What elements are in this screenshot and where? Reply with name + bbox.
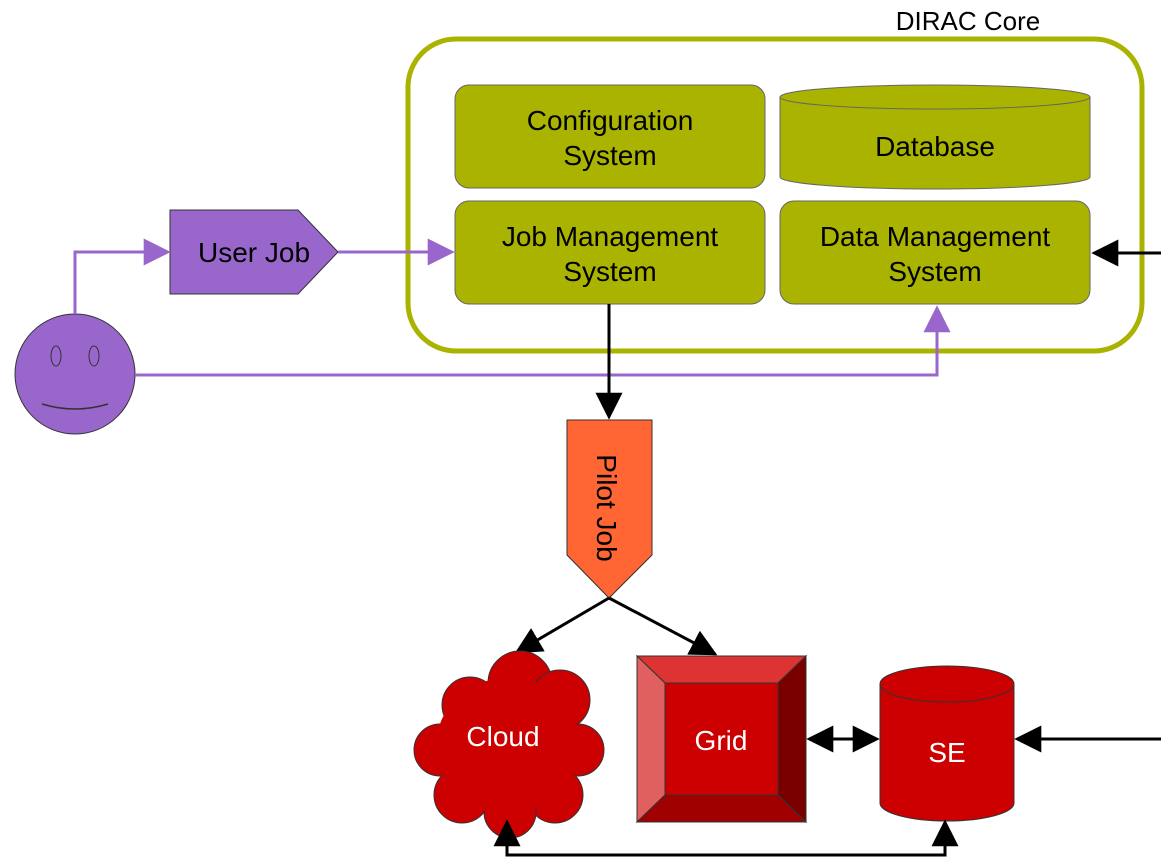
pilotjob-to-grid-arrow	[608, 596, 718, 656]
pilot-job-label: Pilot Job	[591, 454, 622, 561]
configuration-label-line1: Configuration	[527, 105, 694, 136]
configuration-label-line2: System	[563, 140, 656, 171]
database-label: Database	[875, 131, 995, 162]
grid-shape: Grid	[635, 654, 808, 824]
cloud-label: Cloud	[466, 721, 539, 752]
se-label: SE	[928, 737, 965, 768]
user-smiley-icon	[14, 313, 136, 435]
job-management-label-line2: System	[563, 256, 656, 287]
user-to-datamanagement-arrow	[135, 305, 951, 377]
grid-label: Grid	[695, 725, 748, 756]
configuration-system-box: Configuration System	[454, 84, 766, 189]
user-job-label: User Job	[198, 237, 310, 268]
se-cylinder: SE	[879, 665, 1015, 822]
data-management-label-line2: System	[888, 256, 981, 287]
pilot-job-shape: Pilot Job	[566, 419, 653, 599]
core-title: DIRAC Core	[896, 6, 1040, 36]
cloud-se-bottom-connector	[493, 819, 959, 857]
cloud-shape: Cloud	[413, 650, 605, 839]
job-management-system-box: Job Management System	[454, 200, 766, 305]
user-to-userjob-arrow	[73, 238, 171, 314]
user-job-shape: User Job	[169, 209, 339, 295]
database-cylinder: Database	[779, 84, 1091, 190]
data-management-label-line1: Data Management	[820, 221, 1051, 252]
data-management-system-box: Data Management System	[779, 200, 1091, 305]
job-management-label-line1: Job Management	[502, 221, 719, 252]
pilotjob-to-cloud-arrow	[514, 596, 610, 654]
